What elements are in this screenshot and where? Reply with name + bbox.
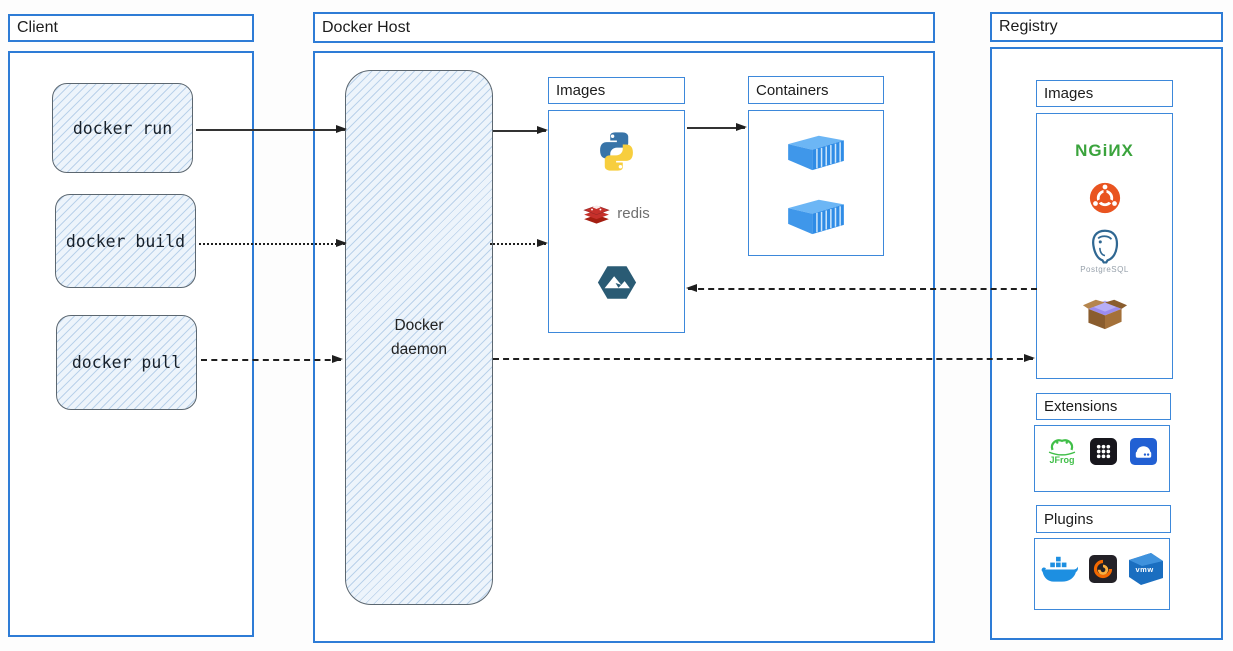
docker-build-label: docker build xyxy=(65,231,186,251)
arrow-run-to-daemon xyxy=(196,125,347,133)
containers-title: Containers xyxy=(756,81,829,99)
vmware-logo-wrap: vmw xyxy=(1128,552,1164,586)
python-icon xyxy=(600,132,633,171)
extensions-title: Extensions xyxy=(1044,398,1118,415)
client-title: Client xyxy=(17,19,58,36)
docker-daemon-box: Docker daemon xyxy=(345,70,493,605)
containers-title-bar: Containers xyxy=(748,76,884,104)
container-icon xyxy=(788,199,844,235)
redis-icon xyxy=(583,203,610,224)
docker-daemon-label: Docker daemon xyxy=(390,317,447,358)
app-grid-icon xyxy=(1090,437,1117,465)
ubuntu-icon xyxy=(1089,182,1120,214)
vmware-icon xyxy=(1128,553,1163,585)
arrow-pull-to-daemon xyxy=(201,355,343,363)
client-title-bar: Client xyxy=(8,14,254,42)
alpine-logo-wrap xyxy=(548,264,685,301)
docker-run-card: docker run xyxy=(52,83,193,173)
postgresql-icon xyxy=(1091,229,1118,264)
nginx-text: NGiИX xyxy=(1075,141,1134,160)
arrow-daemon-to-images xyxy=(493,126,548,134)
registry-images-title: Images xyxy=(1044,85,1094,102)
arrow-daemon-to-registry xyxy=(493,354,1035,362)
extensions-icons-row: JFrog xyxy=(1034,437,1170,465)
postgresql-label: PostgreSQL xyxy=(1080,265,1129,274)
docker-build-card: docker build xyxy=(55,194,196,288)
docker-pull-card: docker pull xyxy=(56,315,197,410)
postgresql-logo-wrap: PostgreSQL xyxy=(1036,229,1173,274)
plugins-title: Plugins xyxy=(1044,510,1094,528)
arrow-daemon-to-images-dotted xyxy=(490,239,548,247)
arrow-build-to-daemon xyxy=(199,239,347,247)
mountain-hexagon-icon xyxy=(597,266,636,299)
registry-title: Registry xyxy=(999,18,1058,35)
registry-images-title-bar: Images xyxy=(1036,80,1173,107)
jfrog-label: JFrog xyxy=(1049,455,1075,465)
arrow-images-to-containers xyxy=(687,123,747,131)
jfrog-logo-wrap: JFrog xyxy=(1047,437,1077,465)
host-images-title-bar: Images xyxy=(548,77,685,104)
disk-drive-app-icon xyxy=(1130,437,1157,465)
registry-title-bar: Registry xyxy=(990,12,1223,42)
host-images-title: Images xyxy=(556,82,606,99)
container-icon xyxy=(788,135,844,171)
docker-host-title: Docker Host xyxy=(322,18,411,36)
plugins-icons-row: vmw xyxy=(1034,552,1170,586)
vmware-label: vmw xyxy=(1135,565,1154,574)
arrow-registry-to-images xyxy=(686,284,1037,292)
container-1-wrap xyxy=(748,133,884,172)
docker-host-title-bar: Docker Host xyxy=(313,12,935,43)
extensions-title-bar: Extensions xyxy=(1036,393,1171,420)
docker-run-label: docker run xyxy=(72,118,173,138)
open-box-icon xyxy=(1082,299,1127,330)
docker-pull-label: docker pull xyxy=(71,353,182,372)
busybox-logo-wrap xyxy=(1036,296,1173,331)
jfrog-icon xyxy=(1048,439,1076,456)
ubuntu-logo-wrap xyxy=(1036,182,1173,214)
plugins-title-bar: Plugins xyxy=(1036,505,1171,533)
nginx-logo: NGiИX xyxy=(1036,141,1173,161)
redis-label: redis xyxy=(617,205,650,222)
container-2-wrap xyxy=(748,197,884,236)
python-logo-wrap xyxy=(548,130,685,173)
docker-whale-icon xyxy=(1041,556,1078,582)
grafana-icon xyxy=(1088,555,1117,583)
redis-logo-wrap: redis xyxy=(548,202,685,225)
